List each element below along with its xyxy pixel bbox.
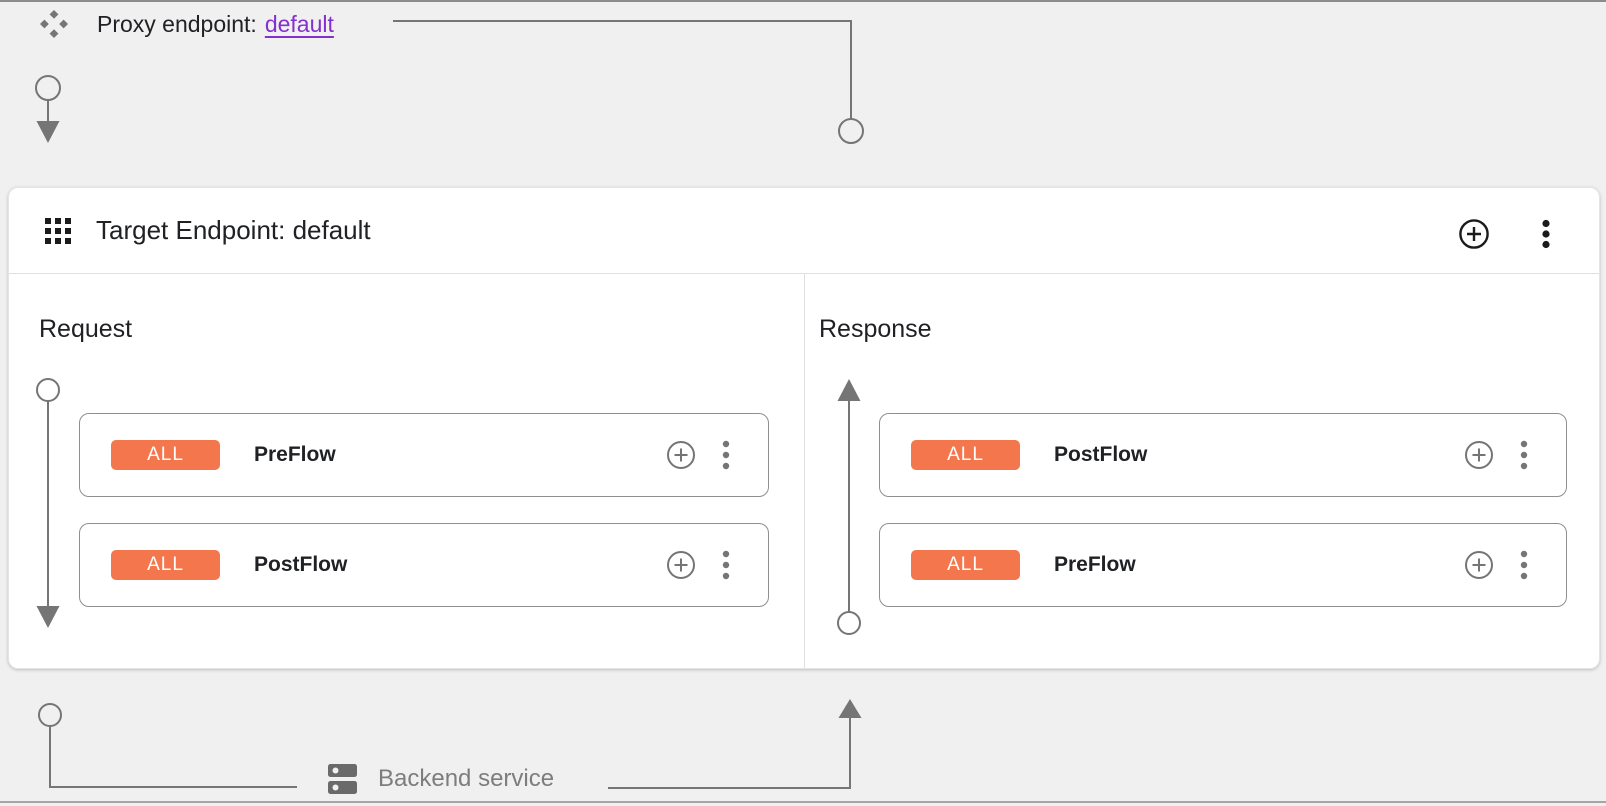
add-circle-icon[interactable] (1458, 218, 1490, 250)
condition-badge: ALL (111, 440, 220, 470)
backend-service-node: Backend service (328, 763, 554, 795)
move-icon (40, 10, 68, 38)
target-to-backend-connector (38, 703, 297, 788)
request-panel-title: Request (39, 315, 133, 343)
add-circle-icon[interactable] (1464, 550, 1494, 580)
proxy-to-target-connector (393, 20, 864, 144)
kebab-menu-icon[interactable] (722, 550, 730, 580)
canvas-top-border (0, 0, 1606, 2)
add-circle-icon[interactable] (666, 440, 696, 470)
response-preflow-row[interactable]: ALL PreFlow (879, 523, 1567, 607)
kebab-menu-icon[interactable] (1520, 440, 1528, 470)
proxy-request-out-connector (35, 75, 61, 143)
backend-to-response-connector (608, 699, 862, 789)
response-postflow-row[interactable]: ALL PostFlow (879, 413, 1567, 497)
request-postflow-row[interactable]: ALL PostFlow (79, 523, 769, 607)
target-endpoint-card: Target Endpoint: default Request Respons… (8, 187, 1600, 669)
kebab-menu-icon[interactable] (1540, 219, 1552, 249)
canvas-bottom-border (0, 801, 1606, 803)
target-endpoint-header: Target Endpoint: default (9, 188, 1599, 274)
flow-name: PostFlow (254, 553, 348, 576)
request-preflow-row[interactable]: ALL PreFlow (79, 413, 769, 497)
flow-name: PostFlow (1054, 443, 1148, 466)
condition-badge: ALL (911, 440, 1020, 470)
kebab-menu-icon[interactable] (1520, 550, 1528, 580)
condition-badge: ALL (111, 550, 220, 580)
proxy-endpoint-link[interactable]: default (264, 10, 334, 37)
backend-service-label: Backend service (378, 765, 555, 792)
flow-name: PreFlow (254, 443, 336, 466)
condition-badge: ALL (911, 550, 1020, 580)
request-response-divider (804, 273, 805, 668)
add-circle-icon[interactable] (666, 550, 696, 580)
grid-icon (45, 218, 71, 249)
target-endpoint-title: Target Endpoint: default (96, 215, 371, 245)
proxy-endpoint-label: Proxy endpoint: (97, 10, 257, 37)
flow-name: PreFlow (1054, 553, 1136, 576)
kebab-menu-icon[interactable] (722, 440, 730, 470)
add-circle-icon[interactable] (1464, 440, 1494, 470)
response-panel-title: Response (819, 315, 932, 343)
proxy-endpoint-node: Proxy endpoint: default (40, 8, 334, 40)
dns-server-icon (328, 763, 358, 795)
